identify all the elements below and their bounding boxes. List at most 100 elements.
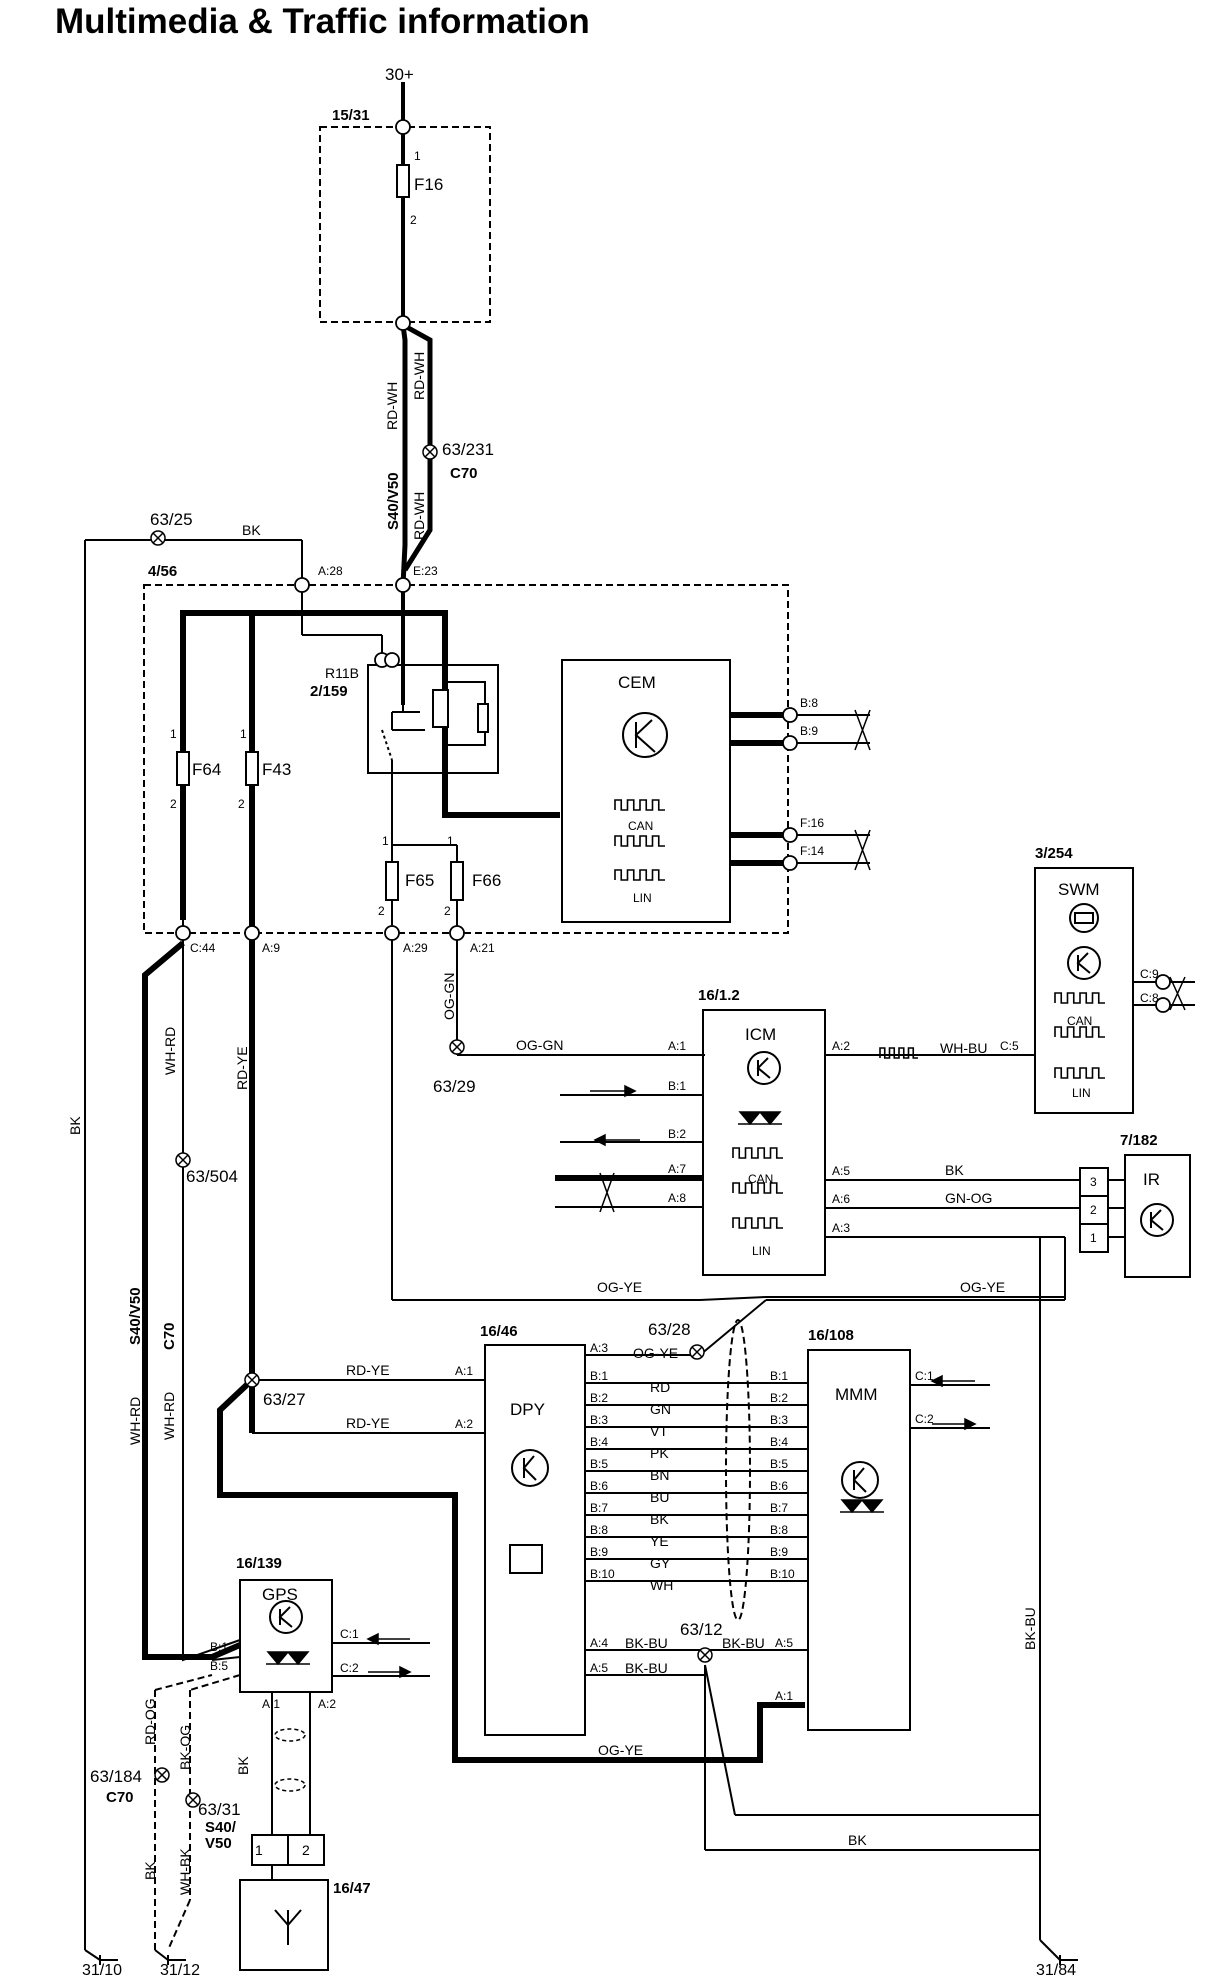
splice-marker bbox=[154, 1767, 170, 1783]
wire-wh-bu: WH-BU bbox=[940, 1040, 987, 1056]
dpy-pin-b10: B:10 bbox=[590, 1567, 615, 1581]
cem-box bbox=[561, 659, 731, 923]
signal-pulse-icon bbox=[732, 1182, 783, 1194]
wire-og-gn-vertical: OG-GN bbox=[441, 973, 457, 1020]
cem-lin: LIN bbox=[633, 891, 652, 905]
wire-bk-left: BK bbox=[142, 1861, 158, 1880]
mmm-pin-b7: B:7 bbox=[770, 1501, 788, 1515]
ir-id: 7/182 bbox=[1120, 1132, 1158, 1149]
signal-pulse-icon bbox=[614, 799, 665, 811]
wire-rd-ye-a2: RD-YE bbox=[346, 1415, 390, 1431]
connection-point bbox=[1155, 997, 1171, 1013]
swm-name: SWM bbox=[1058, 880, 1100, 899]
ir-box bbox=[1124, 1154, 1191, 1278]
dpy-pin-a1: A:1 bbox=[455, 1364, 473, 1378]
ir-controller-icon bbox=[1140, 1203, 1174, 1237]
wire-model-s40: S40/V50 bbox=[127, 1287, 144, 1345]
wire-bk-antenna: BK bbox=[235, 1756, 251, 1775]
f43-label: F43 bbox=[262, 760, 291, 779]
splice-marker bbox=[697, 1647, 713, 1663]
dpy-pin-b1: B:1 bbox=[590, 1369, 608, 1383]
mmm-pin-b3: B:3 bbox=[770, 1413, 788, 1427]
mmm-pin-b1: B:1 bbox=[770, 1369, 788, 1383]
bus-wire-color: GY bbox=[650, 1555, 671, 1571]
wire-bk-bu-vertical: BK-BU bbox=[1022, 1607, 1038, 1650]
wire-wh-rd-l1: WH-RD bbox=[127, 1397, 143, 1445]
dpy-pin-b5: B:5 bbox=[590, 1457, 608, 1471]
gps-controller-icon bbox=[269, 1600, 303, 1634]
swm-can: CAN bbox=[1067, 1014, 1092, 1028]
dpy-id: 16/46 bbox=[480, 1323, 518, 1340]
power-label: 30+ bbox=[385, 65, 414, 84]
wire-bk-bu-a4: BK-BU bbox=[625, 1635, 668, 1651]
signal-pulse-icon bbox=[1054, 1067, 1105, 1079]
mmm-pin-b2: B:2 bbox=[770, 1391, 788, 1405]
gps-pin-c2: C:2 bbox=[340, 1661, 359, 1675]
splice-63-231-model: C70 bbox=[450, 465, 478, 482]
swm-pin-c8: C:8 bbox=[1140, 991, 1159, 1005]
out-a29: A:29 bbox=[403, 941, 428, 955]
swm-lin: LIN bbox=[1072, 1086, 1091, 1100]
icm-pin-a7: A:7 bbox=[668, 1162, 686, 1176]
splice-marker bbox=[175, 1152, 191, 1168]
signal-pulse-icon bbox=[732, 1147, 783, 1159]
wire-wh-bk: WH-BK bbox=[177, 1848, 193, 1895]
splice-marker bbox=[244, 1372, 260, 1388]
dpy-pin-a5: A:5 bbox=[590, 1661, 608, 1675]
f16-pin2: 2 bbox=[410, 213, 417, 227]
ground-31-10: 31/10 bbox=[82, 1962, 122, 1979]
out-a21: A:21 bbox=[470, 941, 495, 955]
splice-marker bbox=[449, 1039, 465, 1055]
connection-point bbox=[1155, 974, 1171, 990]
mmm-pin-b4: B:4 bbox=[770, 1435, 788, 1449]
signal-pulse-icon bbox=[614, 835, 665, 847]
splice-63-31-model-b: V50 bbox=[205, 1835, 232, 1852]
mmm-pin-b8: B:8 bbox=[770, 1523, 788, 1537]
connection-point bbox=[449, 925, 465, 941]
signal-pulse-icon bbox=[732, 1217, 783, 1229]
bus-wire-color: YE bbox=[650, 1533, 669, 1549]
wire-model-c70: C70 bbox=[161, 1322, 178, 1350]
swm-box bbox=[1034, 867, 1134, 1114]
dpy-name: DPY bbox=[510, 1400, 545, 1419]
dpy-pin-b9: B:9 bbox=[590, 1545, 608, 1559]
feed-wire-right: RD-WH bbox=[411, 352, 427, 400]
conn-a28: A:28 bbox=[318, 564, 343, 578]
icm-pin-a1: A:1 bbox=[668, 1039, 686, 1053]
connection-point bbox=[244, 925, 260, 941]
central-module-4-56 bbox=[143, 584, 789, 934]
dpy-pin-b3: B:3 bbox=[590, 1413, 608, 1427]
mmm-pin-c2: C:2 bbox=[915, 1412, 934, 1426]
dpy-pin-a3: A:3 bbox=[590, 1341, 608, 1355]
connection-point bbox=[175, 925, 191, 941]
ir-pin-1: 1 bbox=[1090, 1231, 1097, 1245]
splice-63-31-model-a: S40/ bbox=[205, 1819, 237, 1836]
dpy-controller-icon bbox=[511, 1449, 549, 1487]
bus-wire-color: VT bbox=[650, 1423, 668, 1439]
page-title: Multimedia & Traffic information bbox=[55, 2, 590, 41]
wire-bk-ir: BK bbox=[945, 1162, 964, 1178]
signal-pulse-icon bbox=[1054, 1026, 1105, 1038]
mmm-pin-a5: A:5 bbox=[775, 1636, 793, 1650]
cem-controller-icon bbox=[622, 712, 668, 758]
splice-marker bbox=[689, 1344, 705, 1360]
icm-pin-a2: A:2 bbox=[832, 1039, 850, 1053]
ground-wire-color: BK bbox=[242, 522, 261, 538]
dpy-box bbox=[484, 1344, 586, 1736]
swm-pin-c9: C:9 bbox=[1140, 967, 1159, 981]
mmm-pin-b10: B:10 bbox=[770, 1567, 795, 1581]
signal-pulse-icon bbox=[879, 1047, 918, 1059]
relay-id: 2/159 bbox=[310, 683, 348, 700]
icm-pin-b1: B:1 bbox=[668, 1079, 686, 1093]
splice-marker bbox=[422, 444, 438, 460]
mmm-controller-icon bbox=[841, 1461, 879, 1499]
wire-bk-bu-a5: BK-BU bbox=[625, 1660, 668, 1676]
f66-pin2: 2 bbox=[444, 904, 451, 918]
signal-pulse-icon bbox=[614, 869, 665, 881]
bus-wire-color: RD bbox=[650, 1379, 670, 1395]
bus-wire-color: GN bbox=[650, 1401, 671, 1417]
f65-pin2: 2 bbox=[378, 904, 385, 918]
bus-wire-color: BU bbox=[650, 1489, 669, 1505]
icm-pin-a5: A:5 bbox=[832, 1164, 850, 1178]
central-module-id: 4/56 bbox=[148, 563, 177, 580]
